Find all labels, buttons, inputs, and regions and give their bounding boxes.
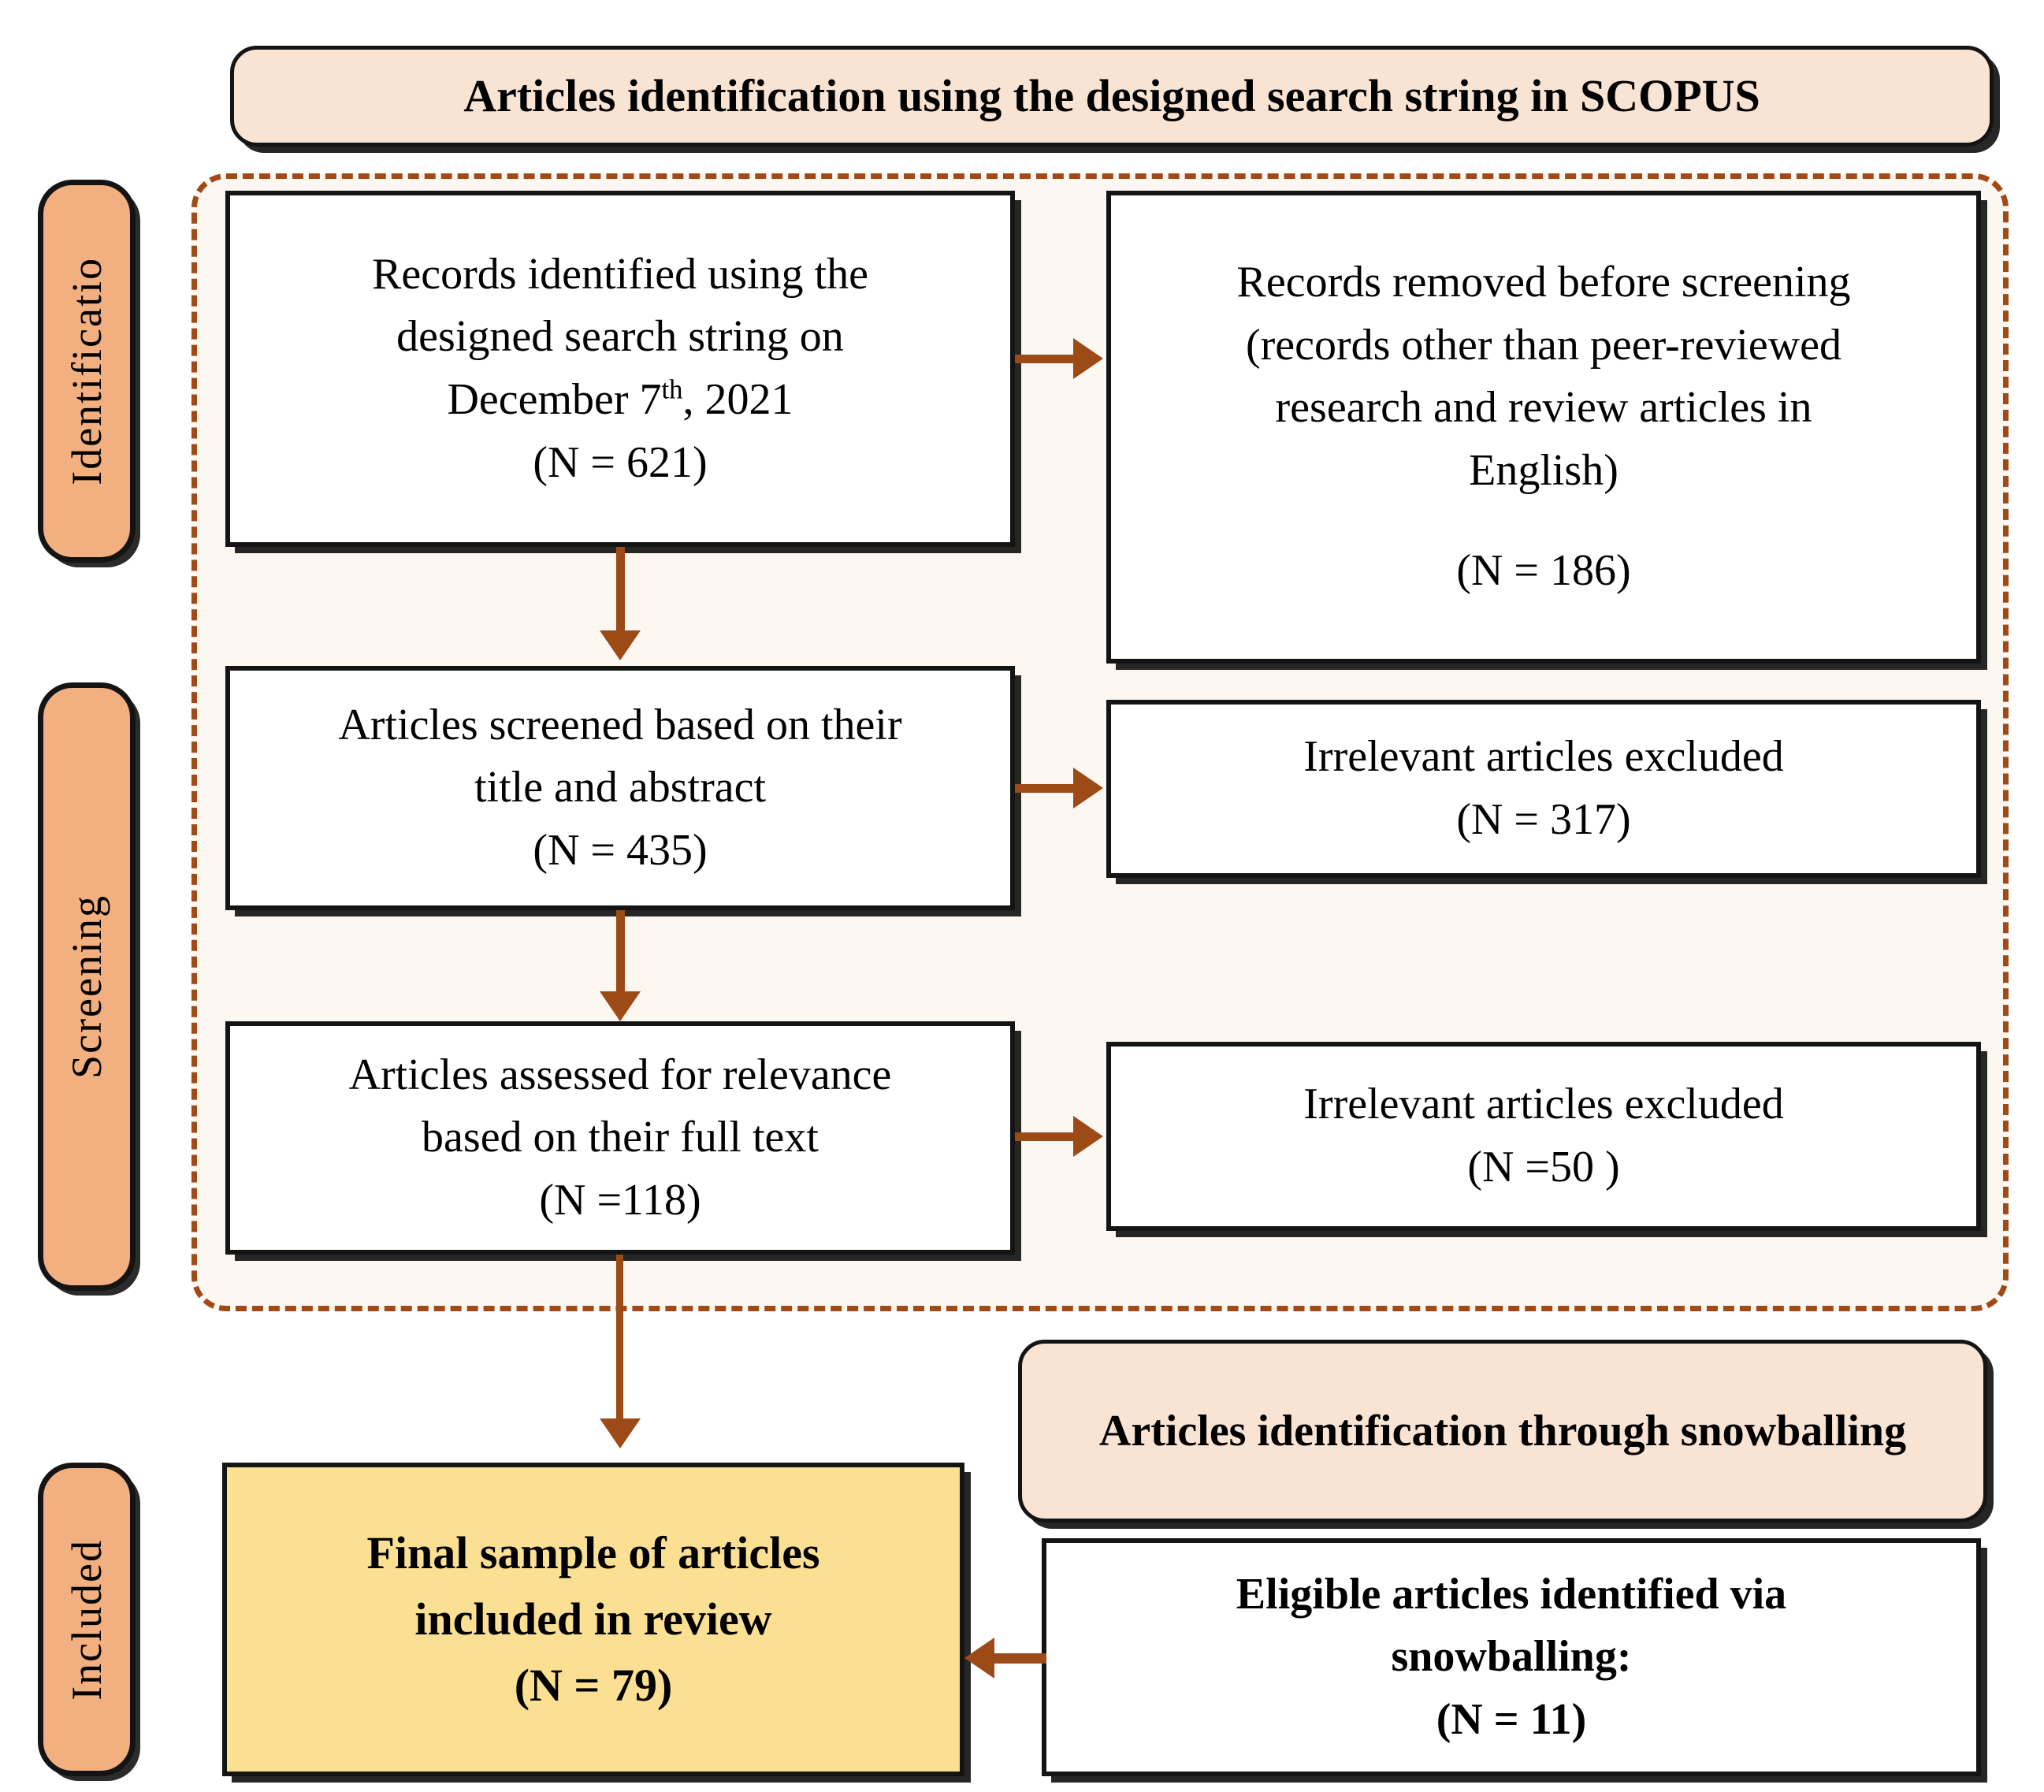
box-snowball-eligible-count: (N = 11): [1436, 1694, 1587, 1744]
box-articles-screened-count: (N = 435): [533, 825, 708, 875]
box-final-sample: Final sample of articles included in rev…: [222, 1463, 964, 1776]
box-records-identified-date-suffix: , 2021: [682, 375, 793, 424]
box-records-identified-line3: December 7th, 2021: [372, 369, 868, 432]
box-articles-assessed: Articles assessed for relevance based on…: [225, 1021, 1015, 1255]
box-excluded-title-abstract-count: (N = 317): [1456, 795, 1631, 844]
box-excluded-full-text-text: Irrelevant articles excluded: [1303, 1080, 1784, 1129]
box-excluded-title-abstract: Irrelevant articles excluded (N = 317): [1106, 700, 1981, 878]
connector-assessed-to-excluded-fulltext-arrowhead: [1073, 1116, 1103, 1157]
phase-rail-identification: Identificatio: [38, 180, 136, 563]
connector-identified-to-removed: [1015, 355, 1076, 363]
box-articles-assessed-text: Articles assessed for relevance based on…: [348, 1050, 892, 1162]
box-records-identified-line2: designed search string on: [396, 312, 844, 362]
box-snowball-eligible: Eligible articles identified via snowbal…: [1042, 1538, 1981, 1776]
phase-rail-included: Included: [38, 1463, 136, 1776]
connector-screened-to-assessed: [616, 910, 625, 998]
box-records-identified-count: (N = 621): [533, 437, 708, 487]
phase-rail-screening-label: Screening: [63, 894, 110, 1079]
box-records-identified: Records identified using the designed se…: [225, 191, 1015, 547]
connector-assessed-to-final: [616, 1255, 623, 1424]
connector-snowball-to-final-arrowhead: [964, 1638, 994, 1679]
connector-identified-to-removed-arrowhead: [1073, 338, 1103, 379]
banner-snowballing-identification: Articles identification through snowball…: [1018, 1340, 1987, 1522]
connector-screened-to-excluded-title: [1015, 784, 1076, 793]
box-final-sample-count: (N = 79): [514, 1660, 673, 1712]
box-records-identified-date-ordinal: th: [661, 374, 683, 405]
connector-assessed-to-final-arrowhead: [600, 1418, 641, 1448]
box-records-identified-line1: Records identified using the: [372, 249, 868, 299]
box-records-removed-text: Records removed before screening (record…: [1236, 258, 1851, 495]
banner-scopus-identification: Articles identification using the design…: [230, 46, 1994, 147]
banner-scopus-label: Articles identification using the design…: [463, 69, 1760, 121]
phase-rail-identification-label: Identificatio: [63, 257, 110, 485]
box-records-removed: Records removed before screening (record…: [1106, 191, 1981, 664]
phase-rail-screening: Screening: [38, 682, 136, 1291]
box-records-removed-count: (N = 186): [1456, 546, 1631, 596]
box-excluded-full-text-count: (N =50 ): [1467, 1143, 1620, 1192]
box-excluded-full-text: Irrelevant articles excluded (N =50 ): [1106, 1042, 1981, 1231]
box-snowball-eligible-text: Eligible articles identified via snowbal…: [1236, 1569, 1787, 1682]
connector-snowball-to-final: [994, 1653, 1046, 1664]
phase-rail-included-label: Included: [63, 1538, 110, 1701]
banner-snowballing-label: Articles identification through snowball…: [1098, 1406, 1907, 1456]
box-articles-screened-text: Articles screened based on their title a…: [338, 700, 902, 812]
box-articles-screened: Articles screened based on their title a…: [225, 666, 1015, 910]
connector-identified-to-screened: [616, 547, 625, 635]
box-articles-assessed-count: (N =118): [539, 1175, 701, 1225]
box-records-identified-date-prefix: December 7: [447, 375, 662, 424]
box-excluded-title-abstract-text: Irrelevant articles excluded: [1303, 732, 1784, 782]
box-final-sample-text: Final sample of articles included in rev…: [366, 1526, 820, 1645]
connector-assessed-to-excluded-fulltext: [1015, 1132, 1076, 1141]
connector-identified-to-screened-arrowhead: [600, 630, 641, 660]
connector-screened-to-assessed-arrowhead: [600, 991, 641, 1021]
connector-screened-to-excluded-title-arrowhead: [1073, 768, 1103, 809]
